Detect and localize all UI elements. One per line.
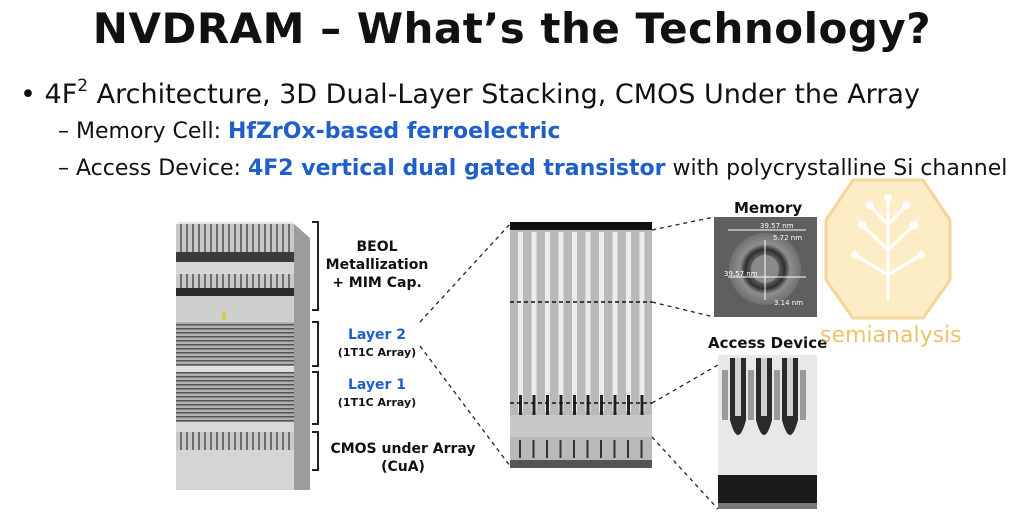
- tem-column: [572, 232, 577, 412]
- tem-column: [626, 232, 631, 412]
- tem-column: [545, 232, 550, 412]
- tem-column-base: [627, 395, 630, 415]
- label-layer-1: Layer 1 (1T1C Array): [322, 376, 432, 412]
- chip-beol-top: [176, 224, 294, 252]
- tem-cua-contact: [559, 440, 562, 458]
- main-bullet: • 4F2 Architecture, 3D Dual-Layer Stacki…: [20, 76, 920, 110]
- memory-tem-image: [714, 217, 817, 317]
- label-layer-1-title: Layer 1: [347, 377, 407, 393]
- tem-column-base: [640, 395, 644, 415]
- label-beol-line2: Metallization: [325, 257, 429, 273]
- tem-column: [599, 232, 604, 412]
- label-cua-line2: (CuA): [381, 459, 425, 475]
- memory-dim-inner: 5.72 nm: [773, 234, 803, 242]
- watermark-text: semianalysis: [820, 323, 962, 348]
- sub-dash: –: [58, 119, 69, 144]
- chip-layer-1: [176, 372, 294, 422]
- memory-dim-bottom: 3.14 nm: [774, 299, 804, 307]
- label-beol-line1: BEOL: [356, 239, 398, 255]
- tem-column-base: [546, 395, 549, 415]
- tem-column-base: [600, 395, 603, 415]
- tem-column-base: [586, 395, 590, 415]
- slide-title: NVDRAM – What’s the Technology?: [92, 4, 932, 53]
- layer-brackets: [312, 221, 319, 471]
- tem-column: [639, 232, 645, 412]
- bullet-marker: •: [20, 79, 36, 110]
- connector-lines-right: [651, 216, 719, 510]
- sub-tail: with polycrystalline Si channel: [665, 156, 1008, 181]
- sub-highlight: HfZrOx-based ferroelectric: [228, 119, 561, 144]
- label-layer-2-title: Layer 2: [347, 327, 407, 343]
- tem-column-base: [559, 395, 563, 415]
- label-layer-2-sub: (1T1C Array): [337, 346, 417, 359]
- tem-column-base: [519, 395, 522, 415]
- semianalysis-logo-icon: [824, 178, 952, 320]
- memory-header: Memory: [734, 199, 803, 217]
- tem-column: [558, 232, 564, 412]
- tem-column: [612, 232, 618, 412]
- watermark-part2: analysis: [872, 323, 962, 348]
- tem-cua-contact: [519, 440, 521, 458]
- tem-column: [531, 232, 537, 412]
- tem-column: [585, 232, 591, 412]
- connector-lines-left: [419, 223, 511, 467]
- tem-column: [518, 232, 523, 412]
- memory-dim-left: 39.57 nm: [724, 270, 758, 278]
- sub-bullet-access-device: – Access Device: 4F2 vertical dual gated…: [58, 156, 1007, 181]
- sub-label: Memory Cell:: [76, 119, 228, 144]
- label-beol: BEOL Metallization + MIM Cap.: [322, 238, 432, 292]
- tem-cua-contact: [532, 440, 535, 458]
- memory-dim-top: 39.57 nm: [760, 222, 794, 230]
- tem-cua-contact: [640, 440, 643, 458]
- tem-column-base: [532, 395, 536, 415]
- tem-cua-contact: [600, 440, 602, 458]
- label-layer-1-sub: (1T1C Array): [337, 396, 417, 409]
- tem-cua-contact: [586, 440, 589, 458]
- chip-beol-body: [176, 296, 294, 322]
- watermark-part1: semi: [820, 323, 873, 348]
- label-cua-line1: CMOS under Array: [330, 441, 476, 457]
- label-layer-2: Layer 2 (1T1C Array): [322, 326, 432, 362]
- bullet-text-a: 4F: [44, 79, 78, 110]
- tem-column-base: [573, 395, 576, 415]
- sub-bullet-memory-cell: – Memory Cell: HfZrOx-based ferroelectri…: [58, 119, 561, 144]
- sub-label: Access Device:: [76, 156, 248, 181]
- chip-cua: [176, 432, 294, 450]
- bullet-superscript: 2: [77, 76, 89, 96]
- tem-cua-contact: [613, 440, 616, 458]
- sub-highlight: 4F2 vertical dual gated transistor: [247, 156, 666, 181]
- tem-cross-section: [510, 222, 652, 468]
- bullet-text-b: Architecture, 3D Dual-Layer Stacking, CM…: [88, 79, 920, 110]
- access-device-header: Access Device: [708, 334, 828, 352]
- tem-cua-contact: [546, 440, 548, 458]
- access-device-tem-image: [718, 355, 817, 509]
- label-cua: CMOS under Array (CuA): [318, 440, 488, 476]
- tem-cua-contact: [627, 440, 629, 458]
- chip-layer-2: [176, 322, 294, 366]
- label-beol-line3: + MIM Cap.: [332, 275, 422, 291]
- tem-column-base: [613, 395, 617, 415]
- tem-cua-contact: [573, 440, 575, 458]
- chip-stack-illustration: [176, 222, 310, 490]
- sub-dash: –: [58, 156, 69, 181]
